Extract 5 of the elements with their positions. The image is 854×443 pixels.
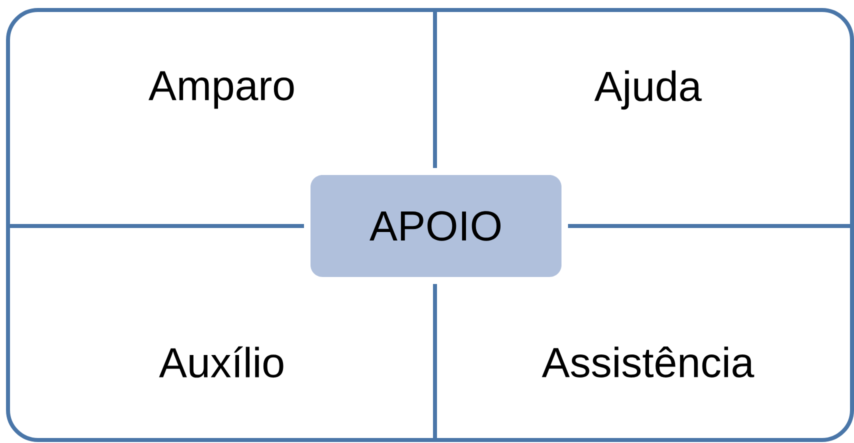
quadrant-label: Ajuda <box>594 70 702 110</box>
center-box: APOIO <box>310 174 562 277</box>
quadrant-label: Assistência <box>542 346 754 378</box>
quadrant-label: Amparo <box>148 71 294 109</box>
quadrant-label: Auxílio <box>159 346 284 378</box>
